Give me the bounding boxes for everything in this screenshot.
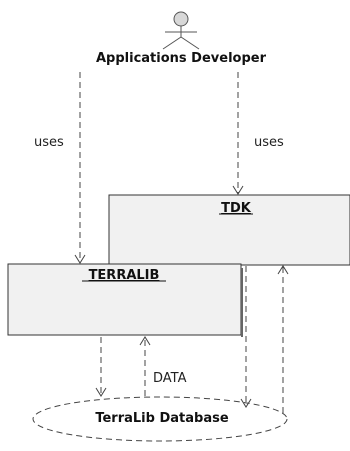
actor-leg-right <box>180 36 200 50</box>
actor-label: Applications Developer <box>96 51 267 66</box>
uses-right-label: uses <box>254 135 284 150</box>
db-to-tdk-arrowhead <box>277 265 289 275</box>
database-ellipse <box>32 396 288 442</box>
data-label: DATA <box>153 371 187 386</box>
actor-head <box>173 11 189 27</box>
terralib-box-shadow <box>241 268 243 337</box>
uses-left-arrowhead <box>74 254 86 264</box>
uses-right-arrowhead <box>232 185 244 195</box>
db-to-terralib-arrowhead <box>139 336 151 346</box>
terralib-label: TERRALIB <box>89 268 160 283</box>
actor-leg-left <box>162 36 182 50</box>
database-label: TerraLib Database <box>95 411 228 426</box>
tdk-label: TDK <box>221 201 252 216</box>
terralib-box <box>7 263 242 336</box>
tdk-box <box>108 194 350 266</box>
actor-figure <box>162 11 200 50</box>
uses-left-label: uses <box>34 135 64 150</box>
tdk-to-db-arrowhead <box>240 398 252 408</box>
terralib-to-db-arrowhead <box>95 387 107 397</box>
